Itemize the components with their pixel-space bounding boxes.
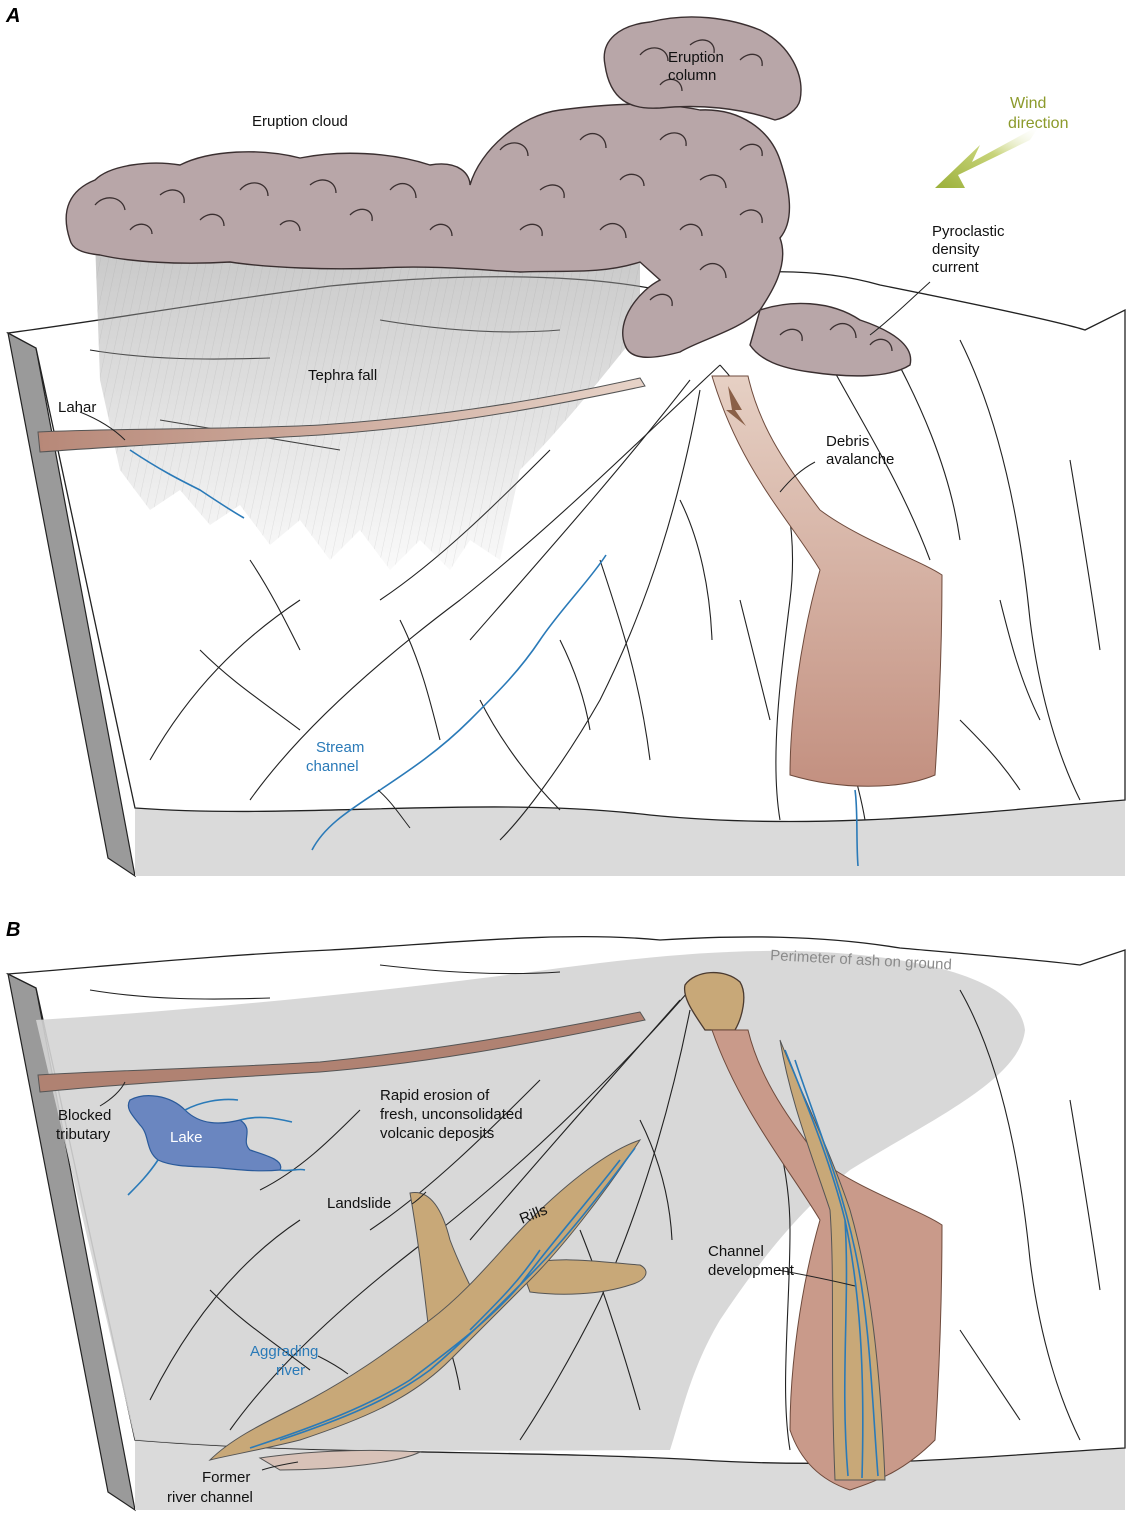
- panel-a: A: [5, 5, 1125, 876]
- panel-b-letter: B: [6, 919, 20, 941]
- label-former-1: Former: [202, 1469, 250, 1486]
- panel-b: B: [6, 919, 1125, 1510]
- label-blocked-1: Blocked: [58, 1107, 111, 1124]
- label-erosion-2: fresh, unconsolidated: [380, 1106, 523, 1123]
- label-erosion-3: volcanic deposits: [380, 1125, 494, 1142]
- wind-arrow: [935, 125, 1040, 188]
- label-aggrading-2: river: [276, 1362, 305, 1379]
- label-pdc-1: Pyroclastic: [932, 223, 1005, 240]
- label-wind-1: Wind: [1010, 95, 1046, 112]
- label-stream-2: channel: [306, 758, 359, 775]
- label-former-2: river channel: [167, 1489, 253, 1506]
- label-eruption-column-2: column: [668, 67, 716, 84]
- label-pdc-3: current: [932, 259, 980, 276]
- label-aggrading-1: Aggrading: [250, 1343, 318, 1360]
- label-channel-dev-2: development: [708, 1262, 795, 1279]
- label-pdc-2: density: [932, 241, 980, 258]
- label-erosion-1: Rapid erosion of: [380, 1087, 490, 1104]
- label-lahar: Lahar: [58, 399, 96, 416]
- label-wind-2: direction: [1008, 115, 1068, 132]
- panel-a-letter: A: [5, 5, 20, 27]
- label-landslide: Landslide: [327, 1195, 391, 1212]
- label-blocked-2: tributary: [56, 1126, 111, 1143]
- label-channel-dev-1: Channel: [708, 1243, 764, 1260]
- label-tephra-fall: Tephra fall: [308, 367, 377, 384]
- label-debris-1: Debris: [826, 433, 869, 450]
- label-eruption-cloud: Eruption cloud: [252, 113, 348, 130]
- label-lake: Lake: [170, 1129, 203, 1146]
- label-eruption-column-1: Eruption: [668, 49, 724, 66]
- label-debris-2: avalanche: [826, 451, 894, 468]
- label-stream-1: Stream: [316, 739, 364, 756]
